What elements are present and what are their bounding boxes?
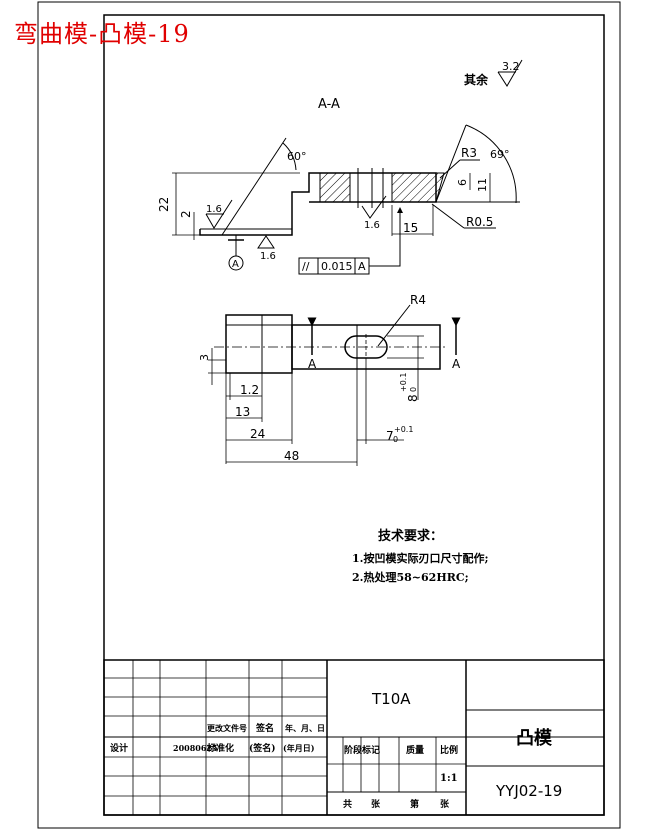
svg-text:1.6: 1.6 <box>260 251 276 262</box>
datum-a: A <box>232 259 239 270</box>
plan-view: R4 A A 3 1.2 13 24 48 7 +0.1 0 <box>198 293 461 466</box>
svg-text:签名: 签名 <box>255 722 274 734</box>
svg-text:R4: R4 <box>410 293 426 307</box>
part-name: 凸模 <box>516 727 553 749</box>
svg-text:A: A <box>452 357 461 371</box>
title-block-text: T10A 凸模 YYJ02-19 更改文件号 签名 年、月、日 设计 20080… <box>110 690 562 810</box>
svg-text:质量: 质量 <box>406 744 424 756</box>
svg-text:1:1: 1:1 <box>440 773 458 784</box>
svg-text:1.2: 1.2 <box>240 383 259 397</box>
svg-text:1.6: 1.6 <box>206 204 222 215</box>
svg-text:更改文件号: 更改文件号 <box>207 723 247 733</box>
svg-text:阶段标记: 阶段标记 <box>344 744 380 756</box>
svg-text:3: 3 <box>198 354 211 361</box>
svg-text:2: 2 <box>179 210 193 218</box>
svg-text:0: 0 <box>409 387 418 392</box>
svg-text://: // <box>302 260 310 273</box>
svg-text:技术要求：: 技术要求： <box>378 528 443 544</box>
svg-text:60°: 60° <box>287 150 307 163</box>
parallelism-tolerance-frame: // 0.015 A <box>298 207 403 275</box>
svg-text:张: 张 <box>371 798 381 810</box>
svg-text:2.热处理58~62HRC;: 2.热处理58~62HRC; <box>352 570 469 584</box>
svg-text:1.6: 1.6 <box>364 220 380 231</box>
svg-text:共: 共 <box>343 798 352 810</box>
svg-text:7: 7 <box>386 429 394 443</box>
material: T10A <box>371 690 411 708</box>
svg-text:13: 13 <box>235 405 250 419</box>
svg-text:A: A <box>308 357 317 371</box>
svg-text:其余: 其余 <box>464 72 489 87</box>
svg-text:0: 0 <box>393 435 398 444</box>
svg-text:设计: 设计 <box>110 742 128 754</box>
svg-text:22: 22 <box>157 197 171 212</box>
svg-text:8: 8 <box>406 394 420 402</box>
svg-text:15: 15 <box>403 221 418 235</box>
svg-text:3.2: 3.2 <box>502 60 520 73</box>
svg-text:A: A <box>358 260 366 273</box>
svg-text:年、月、日: 年、月、日 <box>285 723 325 733</box>
section-view: A-A 60° 69° R3 R0.5 22 2 <box>157 97 520 275</box>
sheet-border <box>37 1 621 829</box>
surface-finish-rest: 其余 3.2 <box>464 59 523 87</box>
svg-text:(签名): (签名) <box>249 742 276 754</box>
svg-text:6: 6 <box>456 179 469 186</box>
svg-text:张: 张 <box>440 798 450 810</box>
svg-text:+0.1: +0.1 <box>399 373 408 392</box>
svg-text:20080625: 20080625 <box>173 743 218 753</box>
svg-text:比例: 比例 <box>440 744 458 756</box>
svg-text:1.按凹模实际刃口尺寸配作;: 1.按凹模实际刃口尺寸配作; <box>352 551 489 565</box>
svg-text:R0.5: R0.5 <box>466 215 493 229</box>
svg-text:11: 11 <box>476 178 489 192</box>
svg-text:69°: 69° <box>490 148 510 161</box>
svg-text:+0.1: +0.1 <box>394 425 413 434</box>
section-label: A-A <box>318 97 340 112</box>
svg-text:0.015: 0.015 <box>321 260 353 273</box>
technical-requirements: 技术要求： 1.按凹模实际刃口尺寸配作; 2.热处理58~62HRC; <box>352 528 489 584</box>
title-block <box>103 659 605 816</box>
svg-text:R3: R3 <box>461 146 477 160</box>
svg-text:24: 24 <box>250 427 265 441</box>
drawing-number: YYJ02-19 <box>495 782 562 800</box>
svg-text:48: 48 <box>284 449 299 463</box>
page-title: 弯曲模-凸模-19 <box>14 20 190 48</box>
svg-text:(年月日): (年月日) <box>283 743 315 753</box>
svg-text:第: 第 <box>410 798 419 810</box>
svg-text:标准化: 标准化 <box>206 742 234 754</box>
